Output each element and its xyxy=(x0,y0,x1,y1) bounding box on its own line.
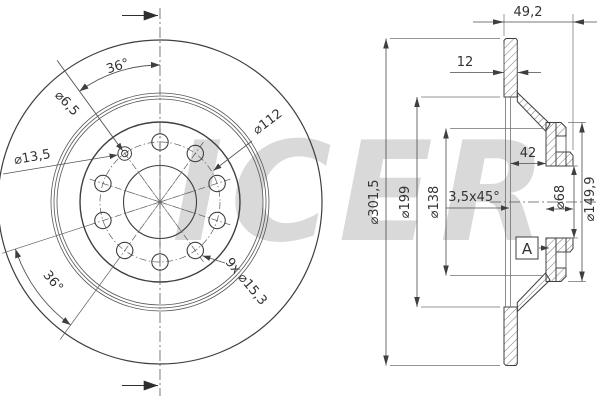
friction-band-top xyxy=(503,38,518,98)
cut-material xyxy=(503,38,574,366)
dim-friction-inner-dia-label: ⌀199 xyxy=(398,186,413,219)
flange-bolt-holes xyxy=(555,135,567,269)
section-view: 49,2 12 42 3,5x45° ⌀301,5 ⌀199 ⌀138 ⌀68 … xyxy=(367,5,598,366)
leader-csk xyxy=(2,153,118,175)
bolt-circle-dia-label: ⌀112 xyxy=(250,106,285,138)
leader-bolt-holes xyxy=(202,255,226,264)
bolt-circle xyxy=(99,141,221,263)
leader-pilot-hole xyxy=(56,60,124,152)
pilot-hole-dia-label: ⌀6,5 xyxy=(51,88,81,119)
front-view: 36° 36° ⌀6,5 ⌀13,5 ⌀112 9x ⌀15,3 xyxy=(0,8,323,396)
flange-upper-rim xyxy=(555,122,567,137)
bore-spokes xyxy=(125,165,195,239)
dimension-arrowheads xyxy=(383,19,585,366)
hat-inner-faces xyxy=(505,97,511,307)
pilot-csk-dia-label: ⌀13,5 xyxy=(13,147,52,168)
dim-overall-width-label: 49,2 xyxy=(514,5,543,20)
dim-flange-dia-label: ⌀149,9 xyxy=(583,176,598,221)
friction-band-bottom xyxy=(503,306,518,366)
hat-cone-top xyxy=(516,91,551,132)
hat-cone-bottom xyxy=(516,272,551,313)
section-plane-arrows xyxy=(122,10,158,391)
extension-lines xyxy=(390,14,586,366)
bolt-holes-label: 9x ⌀15,3 xyxy=(222,255,270,308)
angle-arc-top xyxy=(79,61,161,92)
leader-bolt-circle xyxy=(213,140,253,171)
dim-chamfer-label: 3,5x45° xyxy=(448,190,499,205)
hub-wall-upper xyxy=(545,122,557,167)
hub-wall-lower xyxy=(545,237,557,282)
bolt-holes xyxy=(94,133,226,271)
flange-lower-rim xyxy=(555,267,567,282)
hole-centerlines xyxy=(89,128,231,276)
dim-hat-depth-label: 42 xyxy=(520,146,537,161)
angle-arc-bottom xyxy=(14,248,71,326)
icer-watermark-logo: ICER xyxy=(172,112,554,273)
detail-a-box xyxy=(515,236,539,260)
locating-hole xyxy=(117,146,132,161)
angle-bottom-label: 36° xyxy=(40,268,66,295)
leader-lines xyxy=(2,60,253,264)
dim-hat-dia-label: ⌀138 xyxy=(427,186,442,219)
detail-a-label: A xyxy=(522,240,533,258)
angle-top-label: 36° xyxy=(105,56,132,77)
flange-upper-mid xyxy=(555,151,567,167)
dim-outer-dia-label: ⌀301,5 xyxy=(367,179,382,224)
dim-thickness-label: 12 xyxy=(457,55,474,70)
pilot-boss-lower xyxy=(565,237,574,253)
pilot-boss-upper xyxy=(565,151,574,167)
dim-bore-dia-label: ⌀68 xyxy=(553,185,568,209)
flange-lower-mid xyxy=(555,237,567,253)
